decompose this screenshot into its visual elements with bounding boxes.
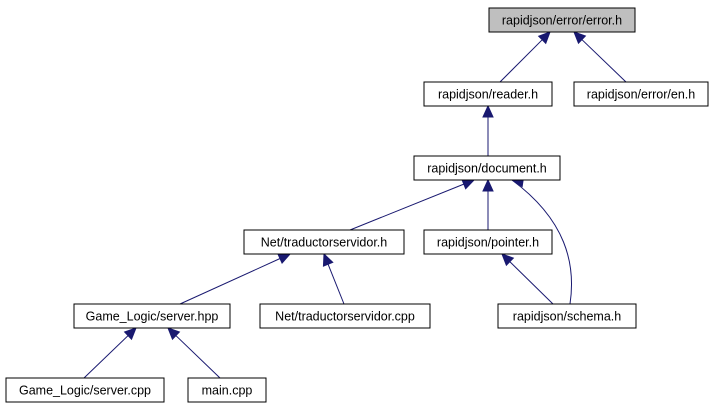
node-box[interactable] xyxy=(423,229,553,255)
edge-server_cpp-to-server_hpp xyxy=(83,327,137,379)
arrowhead-icon xyxy=(461,178,476,190)
edge-line xyxy=(580,38,627,83)
file-nodes: rapidjson/error/error.h rapidjson/reader.… xyxy=(5,7,709,403)
node-box[interactable] xyxy=(187,377,267,403)
node-label: Game_Logic/server.hpp xyxy=(86,310,219,324)
edge-line xyxy=(83,334,130,379)
node-label: rapidjson/schema.h xyxy=(513,310,621,324)
edge-line xyxy=(327,263,345,305)
arrowhead-icon xyxy=(322,252,334,267)
node-label: Net/traductorservidor.cpp xyxy=(275,310,415,324)
edge-reader_h-to-error_h xyxy=(499,31,551,83)
node-label: Game_Logic/server.cpp xyxy=(19,384,151,398)
edge-line xyxy=(179,257,282,305)
edge-main_cpp-to-server_hpp xyxy=(167,327,221,379)
node-traductor-h[interactable]: Net/traductorservidor.h xyxy=(243,229,405,255)
arrowhead-icon xyxy=(167,327,181,341)
node-box[interactable] xyxy=(413,155,561,181)
node-box[interactable] xyxy=(5,377,165,403)
arrowhead-icon xyxy=(482,104,494,118)
arrowhead-icon xyxy=(573,31,587,45)
node-label: rapidjson/pointer.h xyxy=(437,236,539,250)
node-box[interactable] xyxy=(73,303,231,329)
arrowhead-icon xyxy=(123,327,137,341)
edge-traductor_h-to-document_h xyxy=(349,178,476,231)
node-main-cpp[interactable]: main.cpp xyxy=(187,377,267,403)
edge-line xyxy=(174,334,221,379)
node-server-hpp[interactable]: Game_Logic/server.hpp xyxy=(73,303,231,329)
node-box[interactable] xyxy=(497,303,637,329)
node-label: Net/traductorservidor.h xyxy=(261,236,387,250)
node-box[interactable] xyxy=(488,7,636,33)
edge-document_h-to-reader_h xyxy=(482,104,494,156)
dependency-edges xyxy=(83,31,627,379)
edge-line xyxy=(499,38,544,83)
node-label: main.cpp xyxy=(202,384,253,398)
edge-curve xyxy=(511,179,573,305)
edge-schema_h-to-pointer_h xyxy=(501,253,554,305)
edge-traductor_cpp-to-traductor_h xyxy=(322,252,345,305)
node-server-cpp[interactable]: Game_Logic/server.cpp xyxy=(5,377,165,403)
node-en-h[interactable]: rapidjson/error/en.h xyxy=(573,81,709,107)
node-box[interactable] xyxy=(259,303,431,329)
arrowhead-icon xyxy=(277,253,292,265)
edge-en_h-to-error_h xyxy=(573,31,627,83)
arrowhead-icon xyxy=(482,178,494,192)
node-label: rapidjson/reader.h xyxy=(438,88,538,102)
node-box[interactable] xyxy=(423,81,553,107)
arrowhead-icon xyxy=(537,31,551,45)
edge-server_hpp-to-traductor_h xyxy=(179,253,292,305)
node-label: rapidjson/document.h xyxy=(427,162,547,176)
node-label: rapidjson/error/en.h xyxy=(587,88,695,102)
edge-pointer_h-to-document_h xyxy=(482,178,494,230)
node-error-h[interactable]: rapidjson/error/error.h xyxy=(488,7,636,33)
node-box[interactable] xyxy=(573,81,709,107)
edge-line xyxy=(508,260,554,305)
node-schema-h[interactable]: rapidjson/schema.h xyxy=(497,303,637,329)
edge-line xyxy=(349,183,465,231)
node-traductor-cpp[interactable]: Net/traductorservidor.cpp xyxy=(259,303,431,329)
node-pointer-h[interactable]: rapidjson/pointer.h xyxy=(423,229,553,255)
node-label: rapidjson/error/error.h xyxy=(502,14,622,28)
node-box[interactable] xyxy=(243,229,405,255)
arrowhead-icon xyxy=(501,253,515,267)
node-document-h[interactable]: rapidjson/document.h xyxy=(413,155,561,181)
node-reader-h[interactable]: rapidjson/reader.h xyxy=(423,81,553,107)
